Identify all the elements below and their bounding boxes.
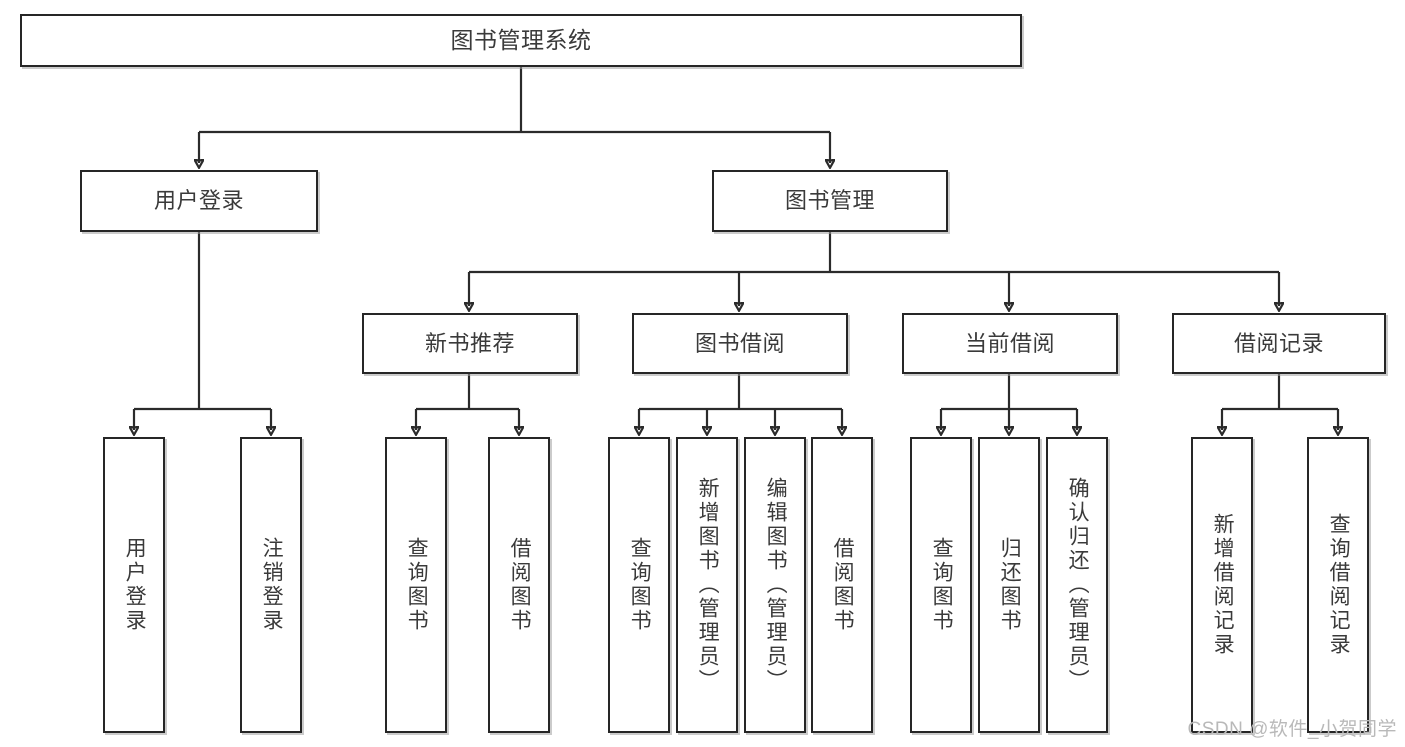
leaf-edit-book-admin[interactable]: 编辑图书（管理员） — [744, 437, 806, 733]
node-current-borrow[interactable]: 当前借阅 — [902, 313, 1118, 374]
node-user-login-label: 用户登录 — [153, 188, 244, 214]
leaf-user-login[interactable]: 用户登录 — [103, 437, 165, 733]
leaf-logout-label: 注销登录 — [260, 537, 284, 633]
leaf-edit-book-admin-label: 编辑图书（管理员） — [764, 477, 788, 693]
node-new-book-recommend-label: 新书推荐 — [424, 330, 515, 356]
leaf-add-borrow-record[interactable]: 新增借阅记录 — [1191, 437, 1253, 733]
node-book-management-label: 图书管理 — [784, 188, 875, 214]
node-book-management[interactable]: 图书管理 — [712, 170, 948, 232]
leaf-borrow-query-book[interactable]: 查询图书 — [608, 437, 670, 733]
watermark-text: CSDN @软件_小贺同学 — [1187, 719, 1397, 740]
leaf-new-book-query-label: 查询图书 — [405, 537, 429, 633]
leaf-logout[interactable]: 注销登录 — [240, 437, 302, 733]
leaf-new-book-borrow-label: 借阅图书 — [508, 537, 532, 633]
node-user-login[interactable]: 用户登录 — [80, 170, 318, 232]
leaf-add-book-admin[interactable]: 新增图书（管理员） — [676, 437, 738, 733]
node-borrow-record-label: 借阅记录 — [1233, 330, 1324, 356]
leaf-return-book-label: 归还图书 — [998, 537, 1022, 633]
node-new-book-recommend[interactable]: 新书推荐 — [362, 313, 578, 374]
leaf-query-borrow-record-label: 查询借阅记录 — [1327, 513, 1351, 657]
node-book-borrow-label: 图书借阅 — [694, 330, 785, 356]
leaf-query-borrow-record[interactable]: 查询借阅记录 — [1307, 437, 1369, 733]
node-root-label: 图书管理系统 — [450, 27, 592, 54]
leaf-add-book-admin-label: 新增图书（管理员） — [696, 477, 720, 693]
leaf-borrow-query-book-label: 查询图书 — [628, 537, 652, 633]
leaf-return-book[interactable]: 归还图书 — [978, 437, 1040, 733]
leaf-new-book-borrow[interactable]: 借阅图书 — [488, 437, 550, 733]
leaf-borrow-book-label: 借阅图书 — [831, 537, 855, 633]
leaf-borrow-book[interactable]: 借阅图书 — [811, 437, 873, 733]
leaf-add-borrow-record-label: 新增借阅记录 — [1211, 513, 1235, 657]
leaf-current-query-book[interactable]: 查询图书 — [910, 437, 972, 733]
node-current-borrow-label: 当前借阅 — [964, 330, 1055, 356]
node-borrow-record[interactable]: 借阅记录 — [1172, 313, 1386, 374]
leaf-confirm-return-admin[interactable]: 确认归还（管理员） — [1046, 437, 1108, 733]
leaf-confirm-return-admin-label: 确认归还（管理员） — [1066, 477, 1090, 693]
node-root[interactable]: 图书管理系统 — [20, 14, 1022, 67]
leaf-user-login-label: 用户登录 — [123, 537, 147, 633]
leaf-new-book-query[interactable]: 查询图书 — [385, 437, 447, 733]
leaf-current-query-book-label: 查询图书 — [930, 537, 954, 633]
node-book-borrow[interactable]: 图书借阅 — [632, 313, 848, 374]
